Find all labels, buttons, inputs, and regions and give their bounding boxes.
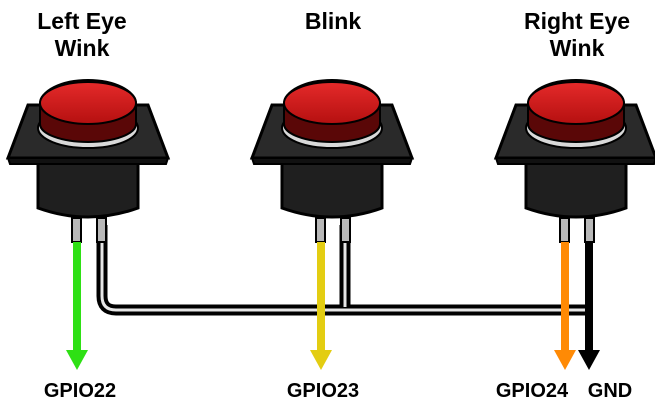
left-eye-wink-signal-lead xyxy=(71,217,82,243)
left-eye-wink-title-line1: Left Eye xyxy=(37,8,127,34)
left-eye-wink-signal-arrow xyxy=(66,350,88,370)
blink-button-body xyxy=(280,148,384,219)
right-eye-wink-signal-arrow xyxy=(554,350,576,370)
right-eye-wink-flange-edge xyxy=(494,157,655,165)
right-eye-wink-cap-top xyxy=(527,81,625,125)
right-eye-wink-ground-lead xyxy=(584,217,595,243)
left-eye-wink-cap-top xyxy=(39,81,137,125)
blink-button xyxy=(249,79,415,370)
right-eye-wink-button xyxy=(493,79,655,370)
left-eye-wink-flange-edge xyxy=(6,157,170,165)
blink-ground-lead xyxy=(340,217,351,243)
right-eye-wink-button-body xyxy=(524,148,628,219)
left-eye-wink-title: Left Eye Wink xyxy=(0,8,167,62)
right-eye-wink-title-line1: Right Eye xyxy=(523,8,631,34)
left-eye-wink-button xyxy=(5,79,171,370)
gpio23-label: GPIO23 xyxy=(286,380,360,402)
gpio24-label: GPIO24 xyxy=(495,380,569,402)
left-eye-wink-title-line2: Wink xyxy=(54,35,110,61)
blink-flange-edge xyxy=(250,157,414,165)
right-eye-wink-title-line2: Wink xyxy=(549,35,605,61)
blink-signal-arrow xyxy=(310,350,332,370)
blink-cap-top xyxy=(283,81,381,125)
left-eye-wink-button-body xyxy=(36,148,140,219)
blink-signal-lead xyxy=(315,217,326,243)
gnd-wire-group xyxy=(578,242,600,370)
right-eye-wink-title: Right Eye Wink xyxy=(492,8,655,62)
blink-title-line1: Blink xyxy=(304,8,362,34)
blink-title: Blink xyxy=(248,8,418,35)
gnd-arrow xyxy=(578,350,600,370)
gnd-label: GND xyxy=(587,380,633,402)
left-eye-wink-ground-lead xyxy=(96,217,107,243)
right-eye-wink-signal-lead xyxy=(559,217,570,243)
gpio22-label: GPIO22 xyxy=(43,380,117,402)
